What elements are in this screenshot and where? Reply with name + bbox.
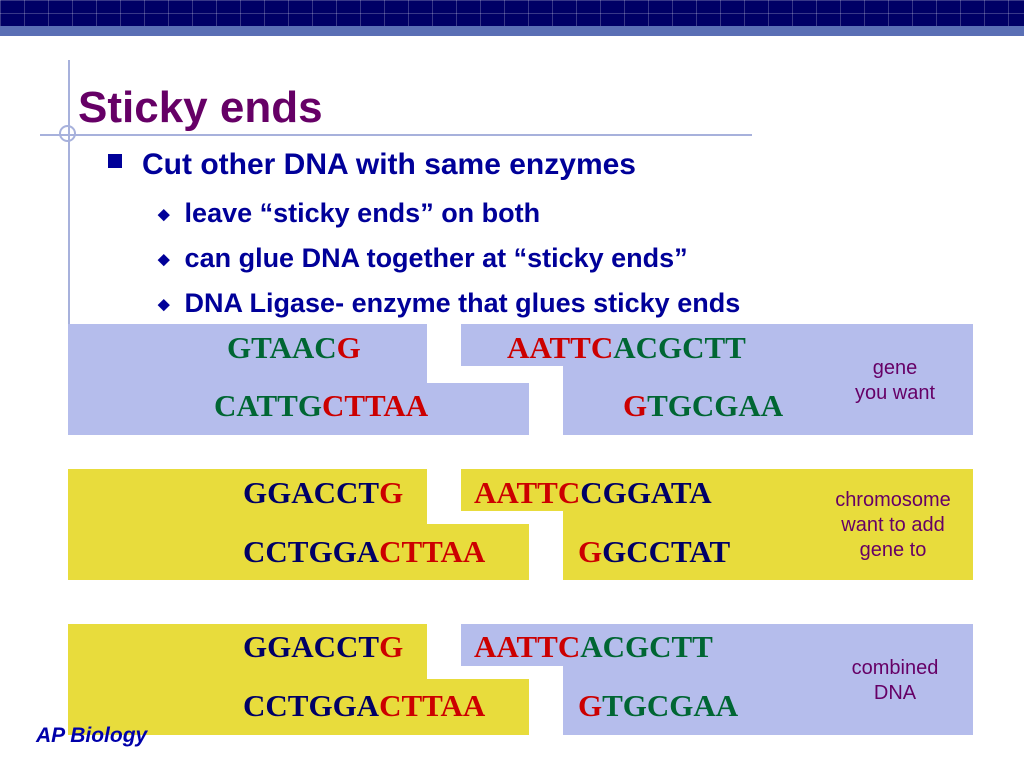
sub-bullet: ◆ leave “sticky ends” on both	[158, 198, 540, 229]
seq-part: CCTGGA	[243, 534, 380, 569]
strand-bg-right	[563, 511, 973, 580]
sequence-bottom-left: CCTGGACTTAA	[243, 690, 485, 721]
sub-bullet-text: leave “sticky ends” on both	[184, 198, 541, 228]
decorative-crosshair-circle	[59, 125, 76, 142]
footer-course-name: AP Biology	[36, 724, 148, 747]
seq-part: GTAAC	[227, 330, 337, 365]
strand-bg-top-right	[461, 624, 973, 666]
sub-bullet: ◆ can glue DNA together at “sticky ends”	[158, 243, 688, 274]
seq-part: GCCTAT	[602, 534, 731, 569]
strand-bg-right	[563, 666, 973, 735]
seq-sticky-part: AATTC	[474, 629, 581, 664]
seq-sticky-part: G	[379, 629, 404, 664]
header-grid-pattern	[0, 0, 1024, 26]
decorative-vertical-line	[68, 60, 70, 390]
seq-part: ACGCTT	[580, 629, 713, 664]
seq-part: GGACCT	[243, 629, 380, 664]
seq-sticky-part: AATTC	[507, 330, 614, 365]
sub-bullet-text: DNA Ligase- enzyme that glues sticky end…	[184, 288, 741, 318]
sequence-bottom-right: GTGCGAA	[623, 390, 783, 421]
sub-bullet: ◆ DNA Ligase- enzyme that glues sticky en…	[158, 288, 740, 319]
sequence-top-left: GGACCTG	[243, 477, 403, 508]
diamond-bullet-icon: ◆	[158, 251, 170, 268]
strand-bg-top-right	[461, 469, 973, 511]
seq-sticky-part: G	[379, 475, 404, 510]
seq-part: TGCGAA	[647, 388, 784, 423]
strand-bg-top-right	[461, 324, 973, 366]
seq-sticky-part: CTTAA	[379, 534, 486, 569]
sequence-top-right: AATTCACGCTT	[474, 631, 713, 662]
seq-part: TGCGAA	[602, 688, 739, 723]
seq-sticky-part: AATTC	[474, 475, 581, 510]
top-header-bar	[0, 0, 1024, 36]
strand-bg-bottom-left	[68, 383, 529, 435]
strand-bg-top-left	[68, 324, 427, 383]
seq-part: ACGCTT	[613, 330, 746, 365]
sequence-bottom-right: GGCCTAT	[578, 536, 730, 567]
sequence-top-right: AATTCCGGATA	[474, 477, 712, 508]
sequence-bottom-right: GTGCGAA	[578, 690, 738, 721]
seq-part: CATTG	[214, 388, 322, 423]
sequence-top-left: GTAACG	[227, 332, 361, 363]
strand-bg-right	[563, 366, 973, 435]
strand-bg-bottom-left	[68, 524, 529, 580]
sequence-top-right: AATTCACGCTT	[507, 332, 746, 363]
seq-sticky-part: G	[336, 330, 361, 365]
block-label: gene you want	[854, 357, 936, 404]
decorative-horizontal-line	[40, 134, 752, 136]
sub-bullet-text: can glue DNA together at “sticky ends”	[184, 243, 688, 273]
seq-part: CGGATA	[580, 475, 712, 510]
seq-part: CCTGGA	[243, 688, 380, 723]
seq-sticky-part: G	[578, 688, 603, 723]
bullet-main: Cut other DNA with same enzymes	[108, 148, 636, 182]
diamond-bullet-icon: ◆	[158, 296, 170, 313]
seq-part: GGACCT	[243, 475, 380, 510]
seq-sticky-part: CTTAA	[379, 688, 486, 723]
diamond-bullet-icon: ◆	[158, 206, 170, 223]
seq-sticky-part: CTTAA	[321, 388, 429, 423]
sequence-top-left: GGACCTG	[243, 631, 403, 662]
block-label: chromosome want to add gene to	[835, 489, 951, 561]
seq-sticky-part: G	[623, 388, 648, 423]
block-label: combined DNA	[851, 657, 939, 704]
strand-bg-bottom-left	[68, 679, 529, 735]
header-stripe	[0, 26, 1024, 36]
seq-sticky-part: G	[578, 534, 603, 569]
sequence-bottom-left: CCTGGACTTAA	[243, 536, 485, 567]
sequence-bottom-left: CATTGCTTAA	[214, 390, 428, 421]
strand-bg-top-left	[68, 469, 427, 524]
square-bullet-icon	[108, 154, 122, 168]
strand-bg-top-left	[68, 624, 427, 679]
slide-title: Sticky ends	[78, 83, 323, 132]
bullet-main-text: Cut other DNA with same enzymes	[142, 148, 636, 181]
